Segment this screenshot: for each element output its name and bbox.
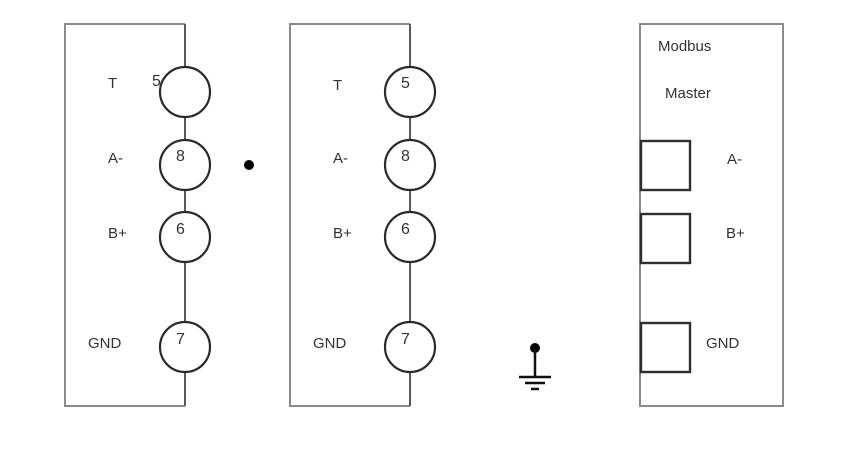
port-terminal <box>639 212 692 265</box>
terminal-label: A- <box>333 150 348 167</box>
terminal-circle <box>158 138 212 192</box>
terminal-number: 8 <box>401 148 410 165</box>
terminal-circle <box>158 210 212 264</box>
device-1-terminal-a-minus: A- 8 <box>108 138 212 192</box>
terminal-label: T <box>333 77 342 94</box>
terminal-circle <box>158 65 212 119</box>
port-label: GND <box>706 335 740 352</box>
terminal-circle <box>383 320 437 374</box>
earth-ground-icon <box>519 343 551 391</box>
port-label: B+ <box>726 225 745 242</box>
device-1-terminal-gnd: GND 7 <box>88 320 212 374</box>
terminal-label: GND <box>313 335 347 352</box>
port-terminal <box>639 321 692 374</box>
terminal-number: 6 <box>401 221 410 238</box>
device-1-terminal-t: T 5 <box>108 65 212 119</box>
terminal-label: B+ <box>333 225 352 242</box>
modbus-master: Modbus Master A- B+ GND <box>639 23 784 407</box>
master-title-line1: Modbus <box>658 38 711 55</box>
device-1-enclosure <box>64 23 185 407</box>
device-2-terminal-a-minus: A- 8 <box>333 138 437 192</box>
terminal-number: 8 <box>176 148 185 165</box>
master-port-a-minus: A- <box>639 139 742 192</box>
terminal-label: B+ <box>108 225 127 242</box>
device-1: T 5 A- 8 B+ 6 GND 7 <box>64 23 212 407</box>
terminal-number: 7 <box>176 331 185 348</box>
port-terminal <box>639 139 692 192</box>
terminal-number: 5 <box>152 73 161 90</box>
terminal-label: T <box>108 75 117 92</box>
terminal-number: 6 <box>176 221 185 238</box>
junction-dot <box>244 160 254 170</box>
device-2-terminal-gnd: GND 7 <box>313 320 437 374</box>
terminal-circle <box>383 138 437 192</box>
master-port-b-plus: B+ <box>639 212 745 265</box>
device-2-terminal-b-plus: B+ 6 <box>333 210 437 264</box>
terminal-label: GND <box>88 335 122 352</box>
terminal-circle <box>383 65 437 119</box>
device-1-terminal-b-plus: B+ 6 <box>108 210 212 264</box>
device-2: T 5 A- 8 B+ 6 GND 7 <box>289 23 437 407</box>
terminal-number: 5 <box>401 75 410 92</box>
master-port-gnd: GND <box>639 321 740 374</box>
terminal-circle <box>158 320 212 374</box>
device-2-terminal-t: T 5 <box>333 65 437 119</box>
terminal-circle <box>383 210 437 264</box>
terminal-number: 7 <box>401 331 410 348</box>
terminal-label: A- <box>108 150 123 167</box>
device-2-enclosure <box>289 23 410 407</box>
master-title-line2: Master <box>665 85 711 102</box>
port-label: A- <box>727 151 742 168</box>
